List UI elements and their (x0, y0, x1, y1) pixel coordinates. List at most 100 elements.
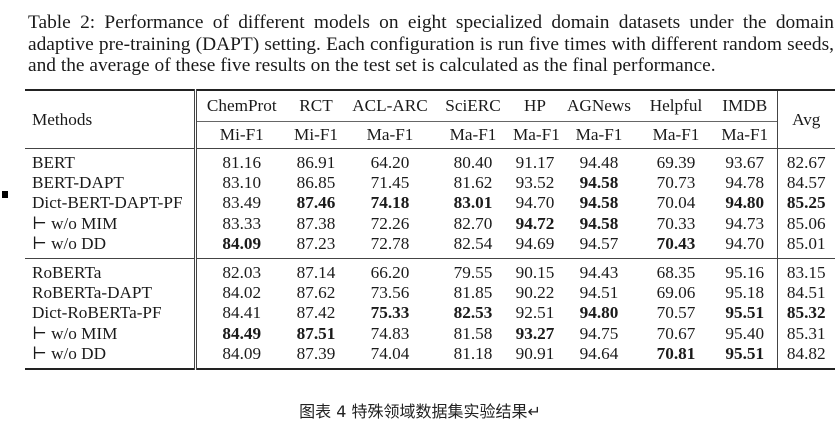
score-value: 87.38 (296, 213, 336, 233)
score-cell: 94.57 (559, 234, 639, 259)
score-value: 90.22 (515, 283, 555, 303)
score-value: 94.73 (725, 213, 765, 233)
score-cell: 94.58 (559, 173, 639, 193)
score-cell: 94.78 (713, 173, 777, 193)
method-cell: BERT (25, 148, 195, 174)
score-value: 94.80 (579, 303, 619, 323)
score-value: 94.78 (725, 173, 765, 193)
score-cell: 94.80 (713, 193, 777, 213)
score-value: 94.80 (725, 193, 765, 213)
score-value: 86.85 (296, 173, 336, 193)
avg-cell: 85.06 (776, 213, 835, 234)
score-value: 70.73 (656, 173, 696, 193)
metric-header: Ma-F1 (345, 121, 435, 149)
score-cell: 72.26 (345, 214, 435, 234)
score-cell: 72.78 (345, 234, 435, 259)
score-value: 94.70 (725, 233, 765, 253)
score-cell: 83.33 (193, 213, 287, 234)
score-cell: 87.23 (287, 234, 345, 259)
score-cell: 86.85 (287, 173, 345, 193)
score-cell: 83.10 (193, 173, 287, 194)
score-cell: 69.39 (639, 148, 713, 174)
score-cell: 92.51 (511, 303, 559, 323)
score-value: 91.17 (515, 153, 555, 173)
score-value: 94.75 (579, 323, 619, 343)
avg-cell: 82.67 (776, 148, 835, 174)
score-cell: 95.18 (713, 283, 777, 303)
score-value: 68.35 (656, 263, 696, 283)
score-value: 74.04 (370, 343, 410, 363)
dataset-header: AGNews (559, 89, 639, 122)
score-value: 69.39 (656, 153, 696, 173)
score-cell: 80.40 (435, 148, 511, 174)
results-table: Methods ChemProt RCT ACL-ARC SciERC HP A… (25, 89, 835, 370)
method-cell: Dict-RoBERTa-PF (32, 303, 162, 323)
score-value: 83.49 (222, 193, 262, 213)
avg-value: 85.01 (786, 233, 826, 253)
score-value: 93.52 (515, 173, 555, 193)
score-value: 87.42 (296, 303, 336, 323)
score-value: 94.58 (579, 193, 619, 213)
score-value: 84.49 (222, 323, 262, 343)
score-value: 94.70 (515, 193, 555, 213)
score-cell: 82.53 (435, 303, 511, 323)
score-cell: 70.33 (639, 214, 713, 234)
score-value: 64.20 (370, 153, 410, 173)
score-cell: 64.20 (345, 148, 435, 174)
avg-header: Avg (776, 89, 835, 149)
score-cell: 93.67 (713, 148, 777, 174)
score-cell: 86.91 (287, 148, 345, 174)
score-cell: 74.18 (345, 193, 435, 213)
header-row-datasets: Methods ChemProt RCT ACL-ARC SciERC HP A… (25, 89, 835, 149)
score-value: 94.69 (515, 233, 555, 253)
avg-cell: 83.15 (776, 257, 835, 284)
figure-footer: 图表 4 特殊领域数据集实验结果↵ (299, 402, 541, 421)
score-value: 81.85 (453, 283, 493, 303)
score-cell: 70.81 (639, 343, 713, 370)
score-value: 81.62 (453, 173, 493, 193)
score-cell: 87.38 (287, 214, 345, 234)
score-cell: 83.49 (193, 193, 287, 214)
score-cell: 73.56 (345, 283, 435, 303)
score-cell: 94.75 (559, 324, 639, 344)
avg-value: 85.31 (786, 323, 826, 343)
score-cell: 95.51 (713, 343, 777, 370)
score-cell: 94.70 (511, 193, 559, 213)
metric-header: Ma-F1 (435, 121, 511, 149)
score-value: 81.16 (222, 153, 262, 173)
score-value: 71.45 (370, 173, 410, 193)
score-value: 84.09 (222, 233, 262, 253)
metric-header: Mi-F1 (287, 121, 345, 149)
score-value: 87.39 (296, 343, 336, 363)
score-value: 87.51 (296, 323, 336, 343)
dataset-header: ChemProt (193, 89, 287, 122)
score-cell: 70.04 (639, 193, 713, 213)
dataset-header: Helpful (639, 89, 713, 122)
avg-cell: 84.82 (776, 343, 835, 370)
score-value: 70.04 (656, 193, 696, 213)
score-cell: 70.43 (639, 234, 713, 259)
score-cell: 90.15 (511, 257, 559, 284)
method-cell: BERT-DAPT (32, 173, 124, 193)
score-value: 94.64 (579, 343, 619, 363)
score-value: 74.83 (370, 323, 410, 343)
score-value: 82.03 (222, 263, 262, 283)
score-cell: 70.57 (639, 303, 713, 323)
score-cell: 94.51 (559, 283, 639, 303)
metric-header: Ma-F1 (639, 121, 713, 149)
score-cell: 94.58 (559, 214, 639, 234)
score-value: 87.14 (296, 263, 336, 283)
score-cell: 82.70 (435, 214, 511, 234)
avg-value: 84.82 (786, 343, 826, 363)
method-cell: ⊢ w/o MIM (32, 323, 118, 343)
score-value: 95.40 (725, 323, 765, 343)
score-value: 84.09 (222, 343, 262, 363)
score-cell: 81.18 (435, 343, 511, 370)
